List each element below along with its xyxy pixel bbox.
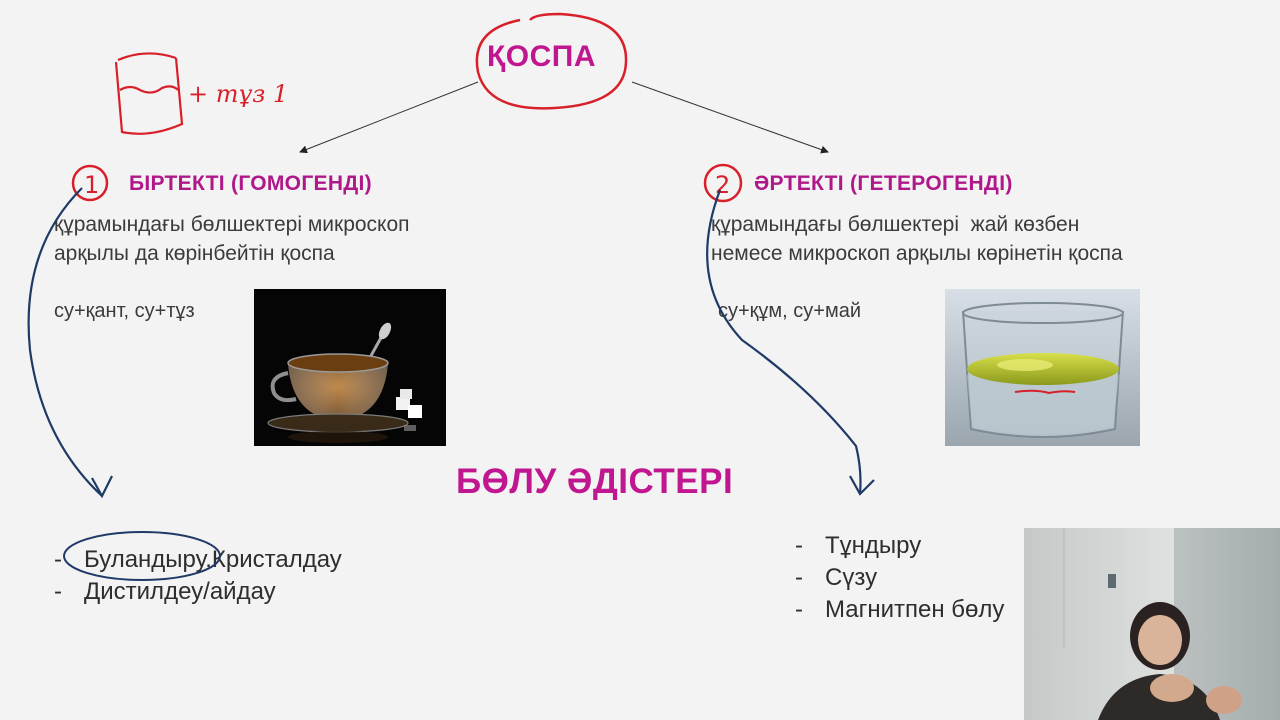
separation-methods-title: БӨЛУ ӘДІСТЕРІ <box>456 462 734 501</box>
handwritten-note: + тұз 1 <box>188 80 288 108</box>
page-title: ҚОСПА <box>487 40 597 73</box>
heterogeneous-example: су+құм, су+май <box>718 300 862 322</box>
number-circle-2 <box>703 163 743 203</box>
heterogeneous-description: құрамындағы бөлшектері жай көзбен немесе… <box>711 210 1123 268</box>
homogeneous-heading: БІРТЕКТІ (ГОМОГЕНДІ) <box>129 172 372 195</box>
heterogeneous-methods-list: -Тұндыру -Сүзу -Магнитпен бөлу <box>795 530 1004 626</box>
number-circle-1 <box>71 164 109 202</box>
homogeneous-description: құрамындағы бөлшектері микроскоп арқылы … <box>54 210 410 268</box>
homogeneous-description-line1: құрамындағы бөлшектері микроскоп <box>54 213 410 236</box>
homogeneous-description-line2: арқылы да көрінбейтін қоспа <box>54 242 335 265</box>
water-oil-beaker-image <box>945 289 1140 446</box>
homogeneous-example: су+қант, су+тұз <box>54 300 195 322</box>
list-item: -Дистилдеу/айдау <box>54 578 276 605</box>
webcam-video <box>1024 528 1280 720</box>
heterogeneous-description-line1: құрамындағы бөлшектері жай көзбен <box>711 213 1080 236</box>
heterogeneous-description-line2: немесе микроскоп арқылы көрінетін қоспа <box>711 242 1123 265</box>
list-item: -Тұндыру <box>795 532 922 559</box>
beaker-sketch <box>114 52 184 135</box>
number-2-label: 2 <box>715 171 730 199</box>
arrow-to-homogeneous <box>299 81 479 154</box>
list-item: -Буландыру.Кристалдау <box>54 546 342 573</box>
number-1-label: 1 <box>84 171 99 199</box>
heterogeneous-heading: ӘРТЕКТІ (ГЕТЕРОГЕНДІ) <box>754 172 1013 195</box>
arrow-to-heterogeneous <box>631 81 829 154</box>
homogeneous-methods-list: -Буландыру.Кристалдау -Дистилдеу/айдау <box>54 544 342 608</box>
list-item: -Сүзу <box>795 564 878 591</box>
list-item: -Магнитпен бөлу <box>795 596 1005 623</box>
tea-with-sugar-image <box>254 289 446 446</box>
